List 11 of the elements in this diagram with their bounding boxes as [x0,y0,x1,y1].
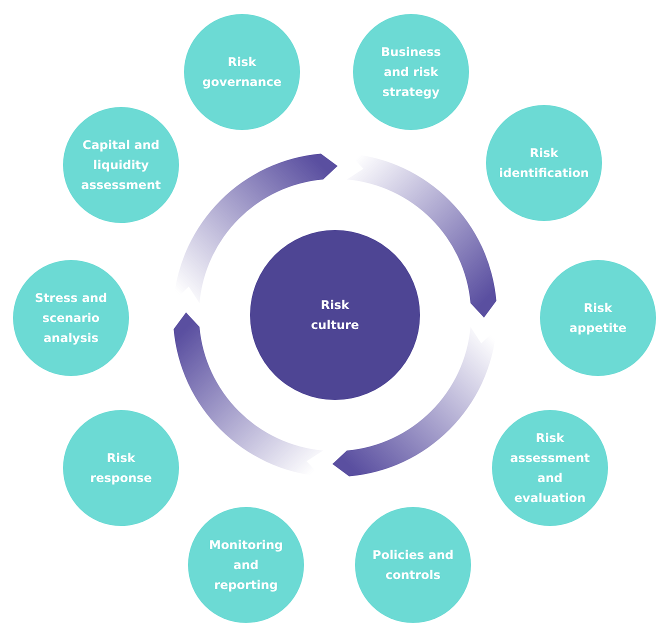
topic-label: Risk appetite [568,300,628,337]
topic-label: Risk assessment and evaluation [510,430,590,507]
topic-label: Risk identification [498,145,590,182]
topic-label: Business and risk strategy [380,44,442,101]
topic-label: Risk response [89,450,153,487]
topic-label: Risk culture [310,297,360,334]
topic-label: Capital and liquidity assessment [80,137,162,194]
topic-label: Monitoring and reporting [208,537,284,594]
topic-label: Stress and scenario analysis [34,290,108,347]
topic-label: Risk governance [201,54,283,91]
topic-label: Policies and controls [371,547,455,584]
